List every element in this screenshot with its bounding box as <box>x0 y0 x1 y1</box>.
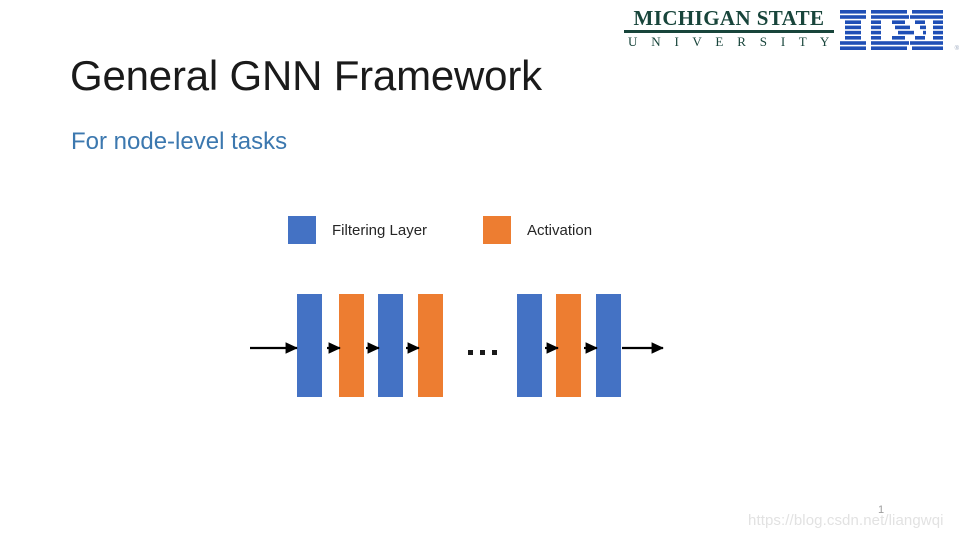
ellipsis-dot-icon <box>468 350 473 355</box>
orange-square-swatch-icon <box>483 216 511 244</box>
registered-trademark-icon: ® <box>954 46 959 52</box>
legend-label-activation: Activation <box>527 221 593 239</box>
blue-square-swatch-icon <box>288 216 316 244</box>
diagram-block-group <box>297 294 621 397</box>
msu-wordmark-text: MICHIGAN STATE <box>633 6 825 30</box>
legend-item-activation: Activation <box>483 216 592 244</box>
activation-block <box>556 294 581 397</box>
ellipsis-dot-icon <box>492 350 497 355</box>
source-watermark: https://blog.csdn.net/liangwqi <box>748 512 944 529</box>
diagram-ellipsis <box>468 350 497 355</box>
filtering-layer-block <box>378 294 403 397</box>
filtering-layer-block <box>517 294 542 397</box>
filtering-layer-block <box>297 294 322 397</box>
activation-block <box>418 294 443 397</box>
activation-block <box>339 294 364 397</box>
page-subtitle: For node-level tasks <box>71 128 288 155</box>
legend-item-filtering-layer: Filtering Layer <box>288 216 427 244</box>
logo-bar: MICHIGAN STATE U N I V E R S I T Y <box>624 4 959 54</box>
ibm-striped-logotype-icon <box>840 10 943 50</box>
page-number: 1 <box>878 504 885 516</box>
ibm-logo: ® <box>840 10 959 52</box>
filtering-layer-block <box>596 294 621 397</box>
michigan-state-university-logo: MICHIGAN STATE U N I V E R S I T Y <box>624 8 834 48</box>
page-title: General GNN Framework <box>70 52 542 99</box>
ellipsis-dot-icon <box>480 350 485 355</box>
legend-label-filtering-layer: Filtering Layer <box>332 221 428 239</box>
msu-divider-rule <box>624 30 834 33</box>
msu-university-text: U N I V E R S I T Y <box>628 33 835 49</box>
